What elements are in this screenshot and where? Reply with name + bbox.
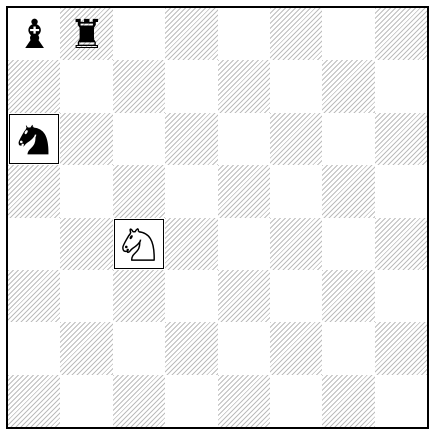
square-g6[interactable] bbox=[322, 113, 374, 165]
black-knight-piece[interactable] bbox=[9, 114, 59, 164]
square-b7[interactable] bbox=[60, 60, 112, 112]
square-a1[interactable] bbox=[8, 375, 60, 427]
square-c7[interactable] bbox=[113, 60, 165, 112]
square-d6[interactable] bbox=[165, 113, 217, 165]
square-d1[interactable] bbox=[165, 375, 217, 427]
square-e6[interactable] bbox=[218, 113, 270, 165]
white-knight-icon bbox=[117, 222, 161, 266]
square-g4[interactable] bbox=[322, 218, 374, 270]
square-a4[interactable] bbox=[8, 218, 60, 270]
square-h7[interactable] bbox=[375, 60, 427, 112]
square-d8[interactable] bbox=[165, 8, 217, 60]
square-g5[interactable] bbox=[322, 165, 374, 217]
square-a5[interactable] bbox=[8, 165, 60, 217]
chess-board: ♝♜ bbox=[6, 6, 429, 429]
square-g8[interactable] bbox=[322, 8, 374, 60]
square-h6[interactable] bbox=[375, 113, 427, 165]
black-bishop-icon: ♝ bbox=[17, 15, 53, 55]
square-c1[interactable] bbox=[113, 375, 165, 427]
square-e5[interactable] bbox=[218, 165, 270, 217]
square-b1[interactable] bbox=[60, 375, 112, 427]
square-e1[interactable] bbox=[218, 375, 270, 427]
square-b6[interactable] bbox=[60, 113, 112, 165]
square-f7[interactable] bbox=[270, 60, 322, 112]
square-e3[interactable] bbox=[218, 270, 270, 322]
square-c6[interactable] bbox=[113, 113, 165, 165]
square-c2[interactable] bbox=[113, 322, 165, 374]
square-a7[interactable] bbox=[8, 60, 60, 112]
square-e7[interactable] bbox=[218, 60, 270, 112]
square-a2[interactable] bbox=[8, 322, 60, 374]
square-d4[interactable] bbox=[165, 218, 217, 270]
black-knight-icon bbox=[12, 117, 56, 161]
square-h2[interactable] bbox=[375, 322, 427, 374]
square-b3[interactable] bbox=[60, 270, 112, 322]
black-rook-piece[interactable]: ♜ bbox=[60, 8, 113, 61]
square-f3[interactable] bbox=[270, 270, 322, 322]
black-rook-icon: ♜ bbox=[69, 15, 105, 55]
square-d3[interactable] bbox=[165, 270, 217, 322]
square-e8[interactable] bbox=[218, 8, 270, 60]
white-knight-piece[interactable] bbox=[114, 219, 164, 269]
square-e4[interactable] bbox=[218, 218, 270, 270]
square-h3[interactable] bbox=[375, 270, 427, 322]
square-f5[interactable] bbox=[270, 165, 322, 217]
square-h1[interactable] bbox=[375, 375, 427, 427]
square-g3[interactable] bbox=[322, 270, 374, 322]
square-a3[interactable] bbox=[8, 270, 60, 322]
square-g1[interactable] bbox=[322, 375, 374, 427]
square-b5[interactable] bbox=[60, 165, 112, 217]
square-f6[interactable] bbox=[270, 113, 322, 165]
square-d7[interactable] bbox=[165, 60, 217, 112]
square-b4[interactable] bbox=[60, 218, 112, 270]
square-f1[interactable] bbox=[270, 375, 322, 427]
square-f2[interactable] bbox=[270, 322, 322, 374]
square-g7[interactable] bbox=[322, 60, 374, 112]
square-h5[interactable] bbox=[375, 165, 427, 217]
square-e2[interactable] bbox=[218, 322, 270, 374]
square-b2[interactable] bbox=[60, 322, 112, 374]
square-c3[interactable] bbox=[113, 270, 165, 322]
square-f8[interactable] bbox=[270, 8, 322, 60]
square-h8[interactable] bbox=[375, 8, 427, 60]
square-g2[interactable] bbox=[322, 322, 374, 374]
black-bishop-piece[interactable]: ♝ bbox=[8, 8, 61, 61]
square-d2[interactable] bbox=[165, 322, 217, 374]
square-f4[interactable] bbox=[270, 218, 322, 270]
square-c5[interactable] bbox=[113, 165, 165, 217]
square-h4[interactable] bbox=[375, 218, 427, 270]
square-c8[interactable] bbox=[113, 8, 165, 60]
square-d5[interactable] bbox=[165, 165, 217, 217]
